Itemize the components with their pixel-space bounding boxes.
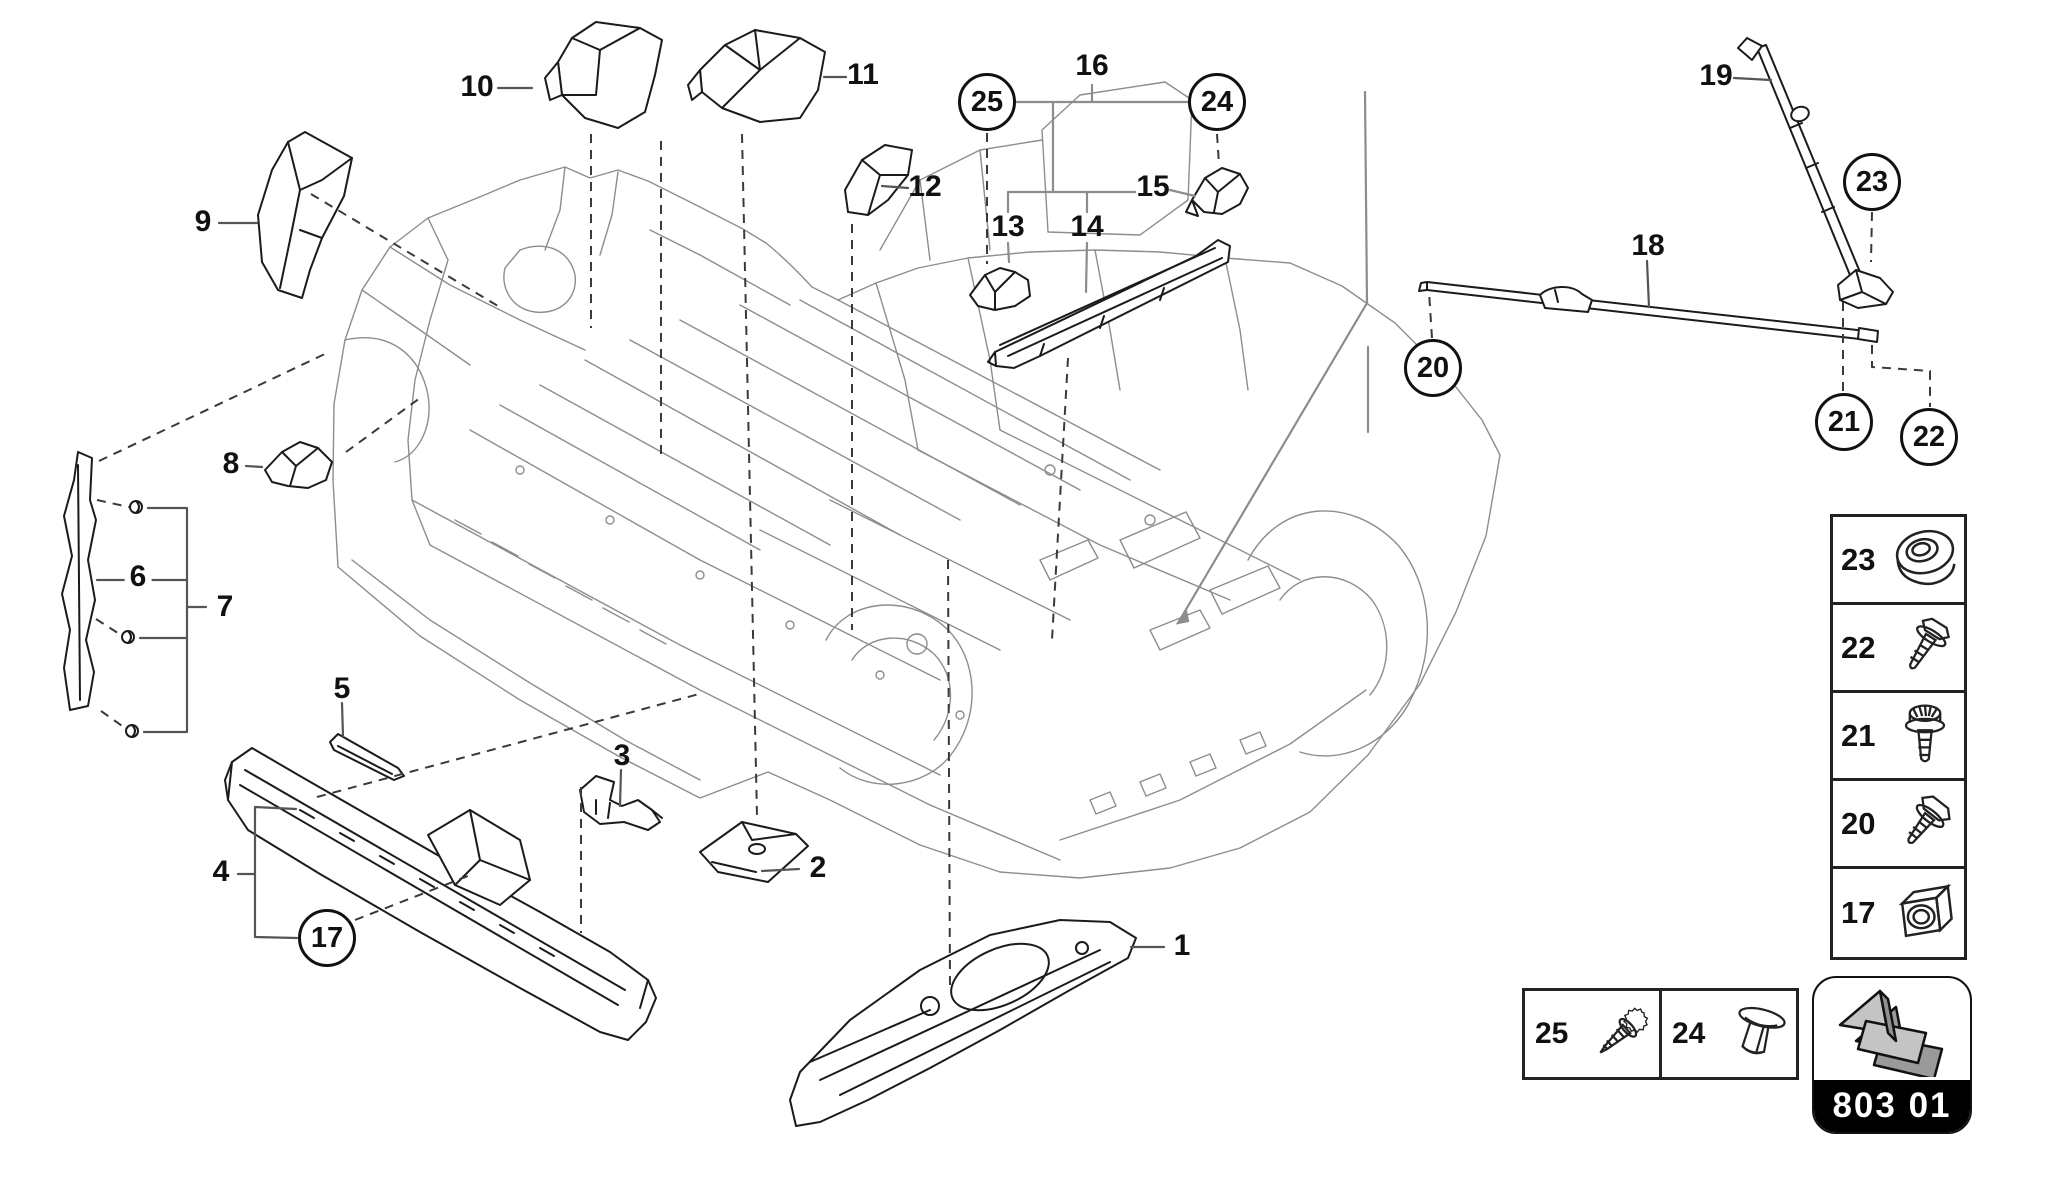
- legend-number: 17: [1841, 895, 1876, 930]
- legend-row: 22: [1833, 605, 1964, 693]
- grommet-bushing-icon: [1886, 522, 1964, 598]
- callout-25: 25: [958, 73, 1016, 131]
- part-10-bracket: [544, 21, 663, 129]
- part-label-11: 11: [847, 58, 879, 91]
- part-label-6: 6: [124, 562, 152, 592]
- part-label-19: 19: [1699, 59, 1733, 92]
- part-label-18: 18: [1631, 229, 1665, 262]
- part-4-sill-rail: [224, 747, 657, 1041]
- dashed-locator-lines: [95, 133, 1931, 986]
- legend-number: 23: [1841, 541, 1876, 577]
- fastener-number: 25: [1535, 1017, 1569, 1050]
- legend-row: 20: [1833, 781, 1964, 869]
- fastener-legend-table: 23 22: [1830, 514, 1967, 960]
- legend-number: 20: [1841, 805, 1876, 841]
- fastener-cell: 24: [1662, 991, 1796, 1077]
- part-7-clip: [121, 500, 143, 738]
- part-label-10: 10: [460, 70, 494, 103]
- section-code: 803 01: [1832, 1086, 1952, 1125]
- callout-22: 22: [1900, 408, 1958, 466]
- part-label-9: 9: [194, 205, 212, 238]
- part-14-rail: [987, 239, 1231, 369]
- part-15-clamp: [1185, 167, 1249, 217]
- section-badge: 803 01: [1812, 976, 1972, 1134]
- legend-number: 21: [1841, 717, 1876, 753]
- part-1-underbody-panel: [789, 919, 1137, 1127]
- part-18-rod: [1418, 281, 1879, 343]
- hex-flange-bolt-icon: [1886, 610, 1964, 686]
- callout-connector-lines: [1006, 83, 1370, 625]
- hex-flange-bolt-icon: [1886, 786, 1964, 862]
- fastener-reference-box: 25 24: [1522, 988, 1799, 1080]
- part-label-3: 3: [613, 739, 631, 772]
- part-label-8: 8: [222, 447, 240, 480]
- car-underbody-line-art: [332, 81, 1501, 879]
- exploded-parts: [61, 21, 1894, 1127]
- part-label-14: 14: [1070, 210, 1104, 243]
- serrated-flange-bolt-icon: [1886, 698, 1964, 774]
- part-19-rod: [1737, 37, 1894, 309]
- part-2-plate: [699, 821, 809, 883]
- callout-24: 24: [1188, 73, 1246, 131]
- section-code-bar: 803 01: [1814, 1080, 1970, 1132]
- cage-nut-icon: [1886, 875, 1964, 951]
- part-label-4: 4: [212, 855, 230, 888]
- part-12-bracket: [844, 144, 913, 216]
- part-label-16: 16: [1075, 49, 1109, 82]
- part-11-bracket: [687, 29, 826, 123]
- part-label-1: 1: [1173, 929, 1191, 962]
- legend-row: 21: [1833, 693, 1964, 781]
- callout-20: 20: [1404, 339, 1462, 397]
- legend-row: 23: [1833, 517, 1964, 605]
- fastener-number: 24: [1672, 1017, 1706, 1050]
- part-9-panel: [257, 131, 353, 299]
- part-3-bracket: [579, 775, 663, 831]
- blind-rivet-icon: [1720, 997, 1796, 1071]
- part-label-5: 5: [333, 672, 351, 705]
- callout-17: 17: [298, 909, 356, 967]
- part-label-12: 12: [908, 170, 942, 203]
- fastener-cell: 25: [1525, 991, 1662, 1077]
- legend-row: 17: [1833, 869, 1964, 957]
- part-label-2: 2: [809, 851, 827, 884]
- part-5-strip: [329, 733, 405, 781]
- callout-21: 21: [1815, 393, 1873, 451]
- legend-number: 22: [1841, 629, 1876, 665]
- self-tapping-screw-icon: [1583, 997, 1659, 1071]
- part-label-13: 13: [991, 210, 1025, 243]
- part-13-clamp: [969, 267, 1031, 311]
- part-6-reinforcement-strip: [61, 451, 97, 711]
- callout-23: 23: [1843, 153, 1901, 211]
- part-8-bracket: [264, 441, 333, 489]
- back-reference-arrow-icon: [1814, 978, 1970, 1080]
- part-label-15: 15: [1136, 170, 1170, 203]
- part-label-7: 7: [216, 590, 234, 623]
